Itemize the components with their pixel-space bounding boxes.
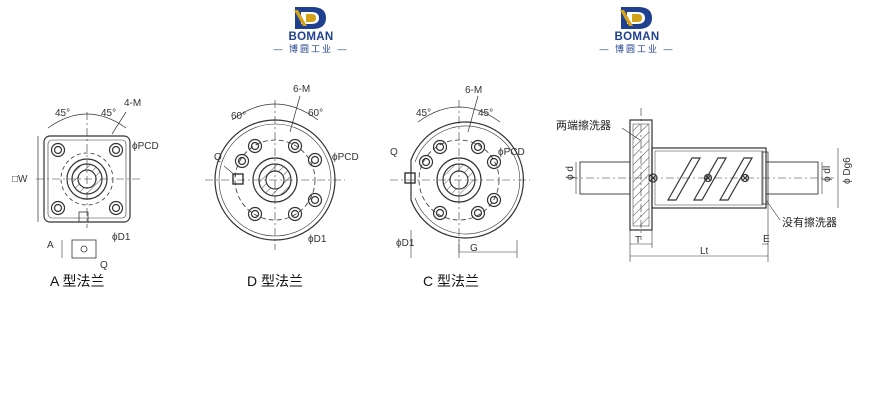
caption-flange-d: D 型法兰 — [247, 273, 303, 289]
flange-c-d1: ϕD1 — [396, 238, 415, 249]
flange-d-angle-left: 60° — [231, 111, 246, 122]
side-wiper-both-label: 两端擦洗器 — [556, 118, 611, 132]
logo-right: BOMAN — 博圆工业 — — [598, 4, 676, 54]
flange-d-q: Q — [214, 152, 222, 163]
side-d: ϕ d — [565, 166, 576, 180]
flange-c-angle-left: 45° — [416, 108, 431, 119]
side-lt: Lt — [700, 246, 709, 257]
boman-logo-icon — [620, 7, 652, 29]
side-dl: ϕ dl — [822, 166, 833, 182]
logo-left: BOMAN — 博圆工业 — — [272, 4, 350, 54]
flange-d-pcd: ϕPCD — [332, 152, 359, 163]
flange-a-angle-left: 45° — [55, 108, 70, 119]
flange-a-angle-right: 45° — [101, 108, 116, 119]
logo-subtitle: — 博圆工业 — — [599, 44, 675, 54]
flange-a-a: A — [47, 240, 54, 251]
flange-c-q: Q — [390, 147, 398, 158]
caption-flange-a: A 型法兰 — [50, 273, 105, 289]
flange-a-holes: 4-M — [124, 98, 141, 109]
flange-a-w: □W — [12, 174, 28, 185]
flange-c-angle-right: 45° — [478, 108, 493, 119]
side-e: E — [763, 234, 770, 245]
flange-a-d1: ϕD1 — [112, 232, 131, 243]
flange-c-g: G — [470, 243, 478, 254]
flange-d-drawing — [205, 95, 345, 250]
flange-c-pcd: ϕPCD — [498, 147, 525, 158]
logo-brand: BOMAN — [614, 31, 660, 43]
flange-c-drawing — [390, 95, 530, 258]
boman-logo-icon — [294, 7, 326, 29]
flange-a-q: Q — [100, 260, 108, 271]
logo-subtitle: — 博圆工业 — — [273, 44, 349, 54]
flange-d-d1: ϕD1 — [308, 234, 327, 245]
flange-d-holes: 6-M — [293, 84, 310, 95]
side-t: T — [635, 235, 641, 246]
flange-a-pcd: ϕPCD — [132, 141, 159, 152]
flange-c-holes: 6-M — [465, 85, 482, 96]
logo-brand: BOMAN — [288, 31, 334, 43]
flange-d-angle-right: 60° — [308, 108, 323, 119]
flange-a-drawing — [36, 111, 140, 259]
caption-flange-c: C 型法兰 — [423, 273, 479, 289]
side-no-wiper-label: 没有擦洗器 — [782, 215, 837, 229]
side-view-drawing — [570, 108, 839, 262]
side-dg6: ϕ Dg6 — [842, 157, 853, 184]
